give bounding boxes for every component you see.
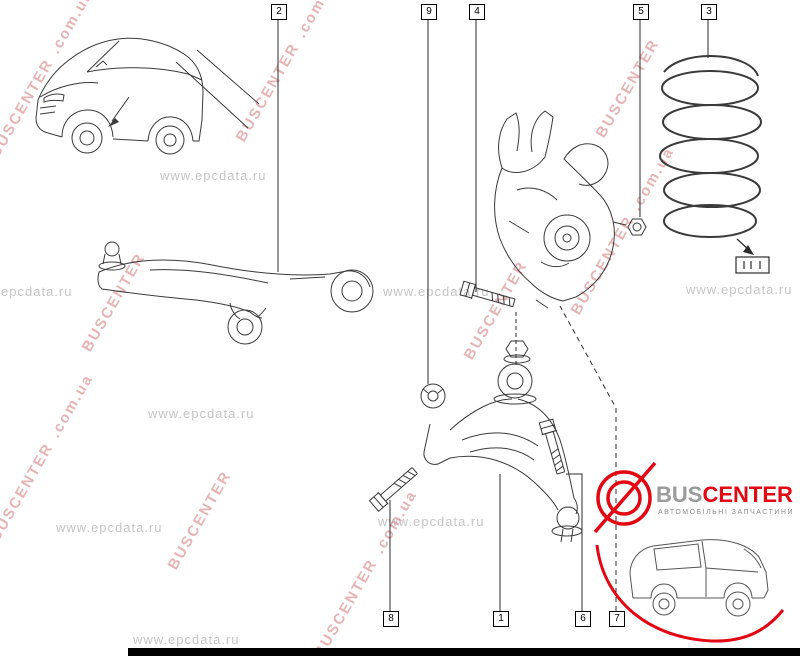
nut-5 [627,218,647,236]
coil-spring [659,54,762,238]
buscenter-logo-subtitle: АВТОМОБІЛЬНІ ЗАПЧАСТИНИ [658,509,794,516]
bushing-9 [420,383,446,409]
flange-nut [503,340,531,364]
callout-part-3[interactable]: 3 [701,4,717,20]
buscenter-logo-wordmark: BUSCENTER [656,482,793,508]
steering-knuckle [494,110,627,309]
spring-detail-marker [735,238,770,274]
callout-part-8[interactable]: 8 [383,611,399,627]
callout-part-9[interactable]: 9 [421,4,437,20]
callout-part-4[interactable]: 4 [469,4,485,20]
logo-text-center: CENTER [702,482,793,507]
callout-part-1[interactable]: 1 [493,611,509,627]
leader-lines [277,18,709,611]
bolt-6 [538,418,566,475]
van-sketch [629,539,769,617]
buscenter-logo-emblem [593,461,657,534]
bolt-8 [368,467,418,512]
callout-part-6[interactable]: 6 [575,611,591,627]
car-sketch [35,37,260,155]
callout-part-7[interactable]: 7 [609,611,625,627]
callout-part-2[interactable]: 2 [271,4,287,20]
bolt-4 [459,280,516,308]
upper-control-arm [97,241,374,345]
logo-red-swoosh [595,544,785,643]
bottom-black-bar [128,648,800,656]
logo-text-bus: BUS [656,482,703,507]
callout-part-5[interactable]: 5 [633,4,649,20]
lower-control-arm [423,363,583,543]
